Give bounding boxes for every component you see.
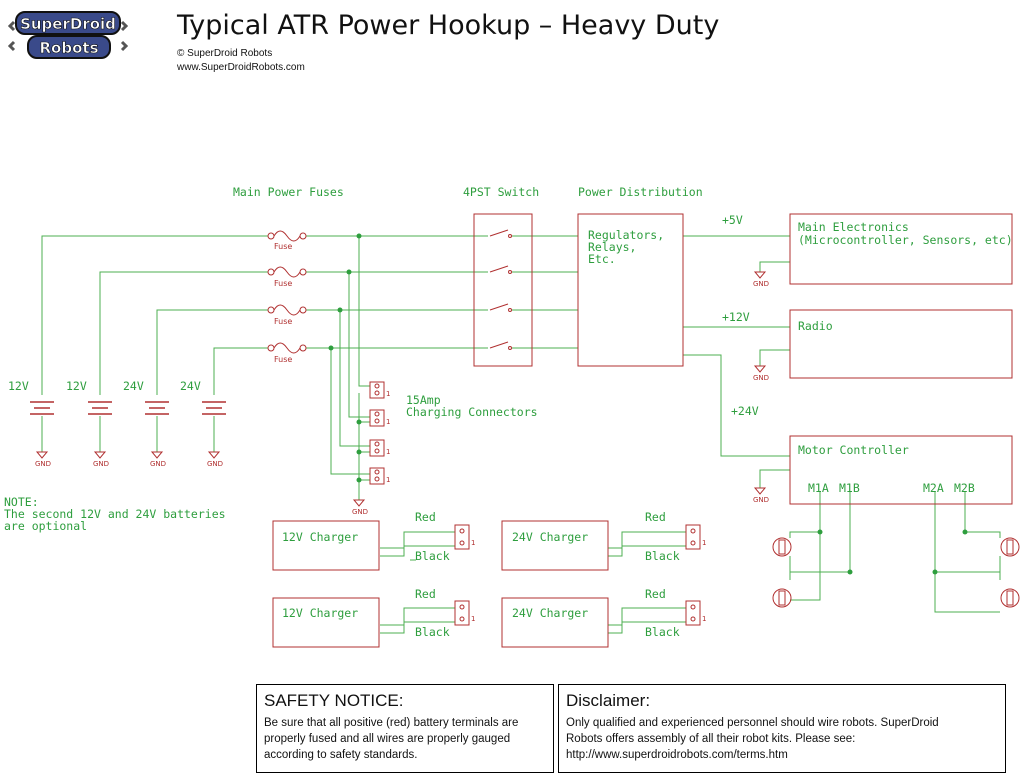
switch-heading: 4PST Switch [463, 185, 539, 199]
svg-text:SuperDroid: SuperDroid [20, 15, 116, 33]
black-wire-label: Black [645, 625, 680, 639]
gnd-label: GND [753, 374, 769, 382]
gnd-label: GND [207, 460, 223, 468]
pin-label: 1 [386, 418, 390, 426]
rail-5v-label: +5V [722, 213, 743, 227]
red-wire-label: Red [645, 510, 666, 524]
note-line: The second 12V and 24V batteries [4, 507, 226, 521]
charger-label: 24V Charger [512, 606, 588, 620]
distribution-line: Etc. [588, 252, 616, 266]
charger-label: 24V Charger [512, 530, 588, 544]
pin-label: 1 [702, 615, 706, 623]
motor-port-label: M1B [839, 481, 860, 495]
motor-port-label: M2A [923, 481, 944, 495]
note-heading: NOTE: [4, 495, 39, 509]
rail-24v-label: +24V [731, 404, 759, 418]
motor-controller-label: Motor Controller [798, 443, 909, 457]
svg-text:Robots: Robots [40, 39, 99, 57]
website-url: www.SuperDroidRobots.com [177, 62, 305, 73]
motor-port-label: M2B [954, 481, 975, 495]
fuse-label: Fuse [274, 317, 292, 326]
fuse-label: Fuse [274, 242, 292, 251]
safety-line: properly fused and all wires are properl… [264, 733, 511, 745]
safety-line: according to safety standards. [264, 749, 418, 761]
gnd-label: GND [93, 460, 109, 468]
superdroid-logo: SuperDroid Robots [8, 11, 128, 59]
battery-label: 12V [8, 379, 29, 393]
disclaimer-heading: Disclaimer: [566, 691, 651, 710]
charger-label: 12V Charger [282, 606, 358, 620]
disclaimer-line: Only qualified and experienced personnel… [566, 717, 939, 729]
pin-label: 1 [386, 448, 390, 456]
black-wire-label: Black [415, 625, 450, 639]
pin-label: 1 [702, 539, 706, 547]
distribution-line: Regulators, [588, 228, 664, 242]
charger-label: 12V Charger [282, 530, 358, 544]
fuse-label: Fuse [274, 279, 292, 288]
main-electronics-sublabel: (Microcontroller, Sensors, etc) [798, 233, 1013, 247]
connector-label: Charging Connectors [406, 405, 538, 419]
page-title: Typical ATR Power Hookup – Heavy Duty [177, 10, 720, 41]
rail-12v-label: +12V [722, 310, 750, 324]
note-line: are optional [4, 519, 87, 533]
battery-label: 12V [66, 379, 87, 393]
disclaimer-link[interactable]: http://www.superdroidrobots.com/terms.ht… [566, 749, 788, 761]
safety-heading: SAFETY NOTICE: [264, 691, 404, 710]
gnd-label: GND [753, 280, 769, 288]
connector-rating: 15Amp [406, 393, 441, 407]
red-wire-label: Red [415, 587, 436, 601]
red-wire-label: Red [645, 587, 666, 601]
red-wire-label: Red [415, 510, 436, 524]
black-wire-label: Black [645, 549, 680, 563]
distribution-heading: Power Distribution [578, 185, 703, 199]
black-wire-label: Black [415, 549, 450, 563]
motor-port-label: M1A [808, 481, 829, 495]
disclaimer: Disclaimer: Only qualified and experienc… [558, 684, 1006, 773]
pin-label: 1 [471, 539, 475, 547]
pin-label: 1 [386, 476, 390, 484]
pin-label: 1 [386, 390, 390, 398]
safety-line: Be sure that all positive (red) battery … [264, 717, 519, 729]
gnd-label: GND [352, 508, 368, 516]
safety-notice: SAFETY NOTICE: Be sure that all positive… [256, 684, 554, 773]
battery-label: 24V [180, 379, 201, 393]
main-electronics-label: Main Electronics [798, 220, 909, 234]
gnd-label: GND [753, 496, 769, 504]
gnd-label: GND [35, 460, 51, 468]
battery-label: 24V [123, 379, 144, 393]
copyright: © SuperDroid Robots [177, 48, 273, 59]
fuse-label: Fuse [274, 355, 292, 364]
distribution-line: Relays, [588, 240, 636, 254]
disclaimer-line: Robots offers assembly of all their robo… [566, 733, 856, 745]
gnd-label: GND [150, 460, 166, 468]
pin-label: 1 [471, 615, 475, 623]
fuses-heading: Main Power Fuses [233, 185, 344, 199]
radio-label: Radio [798, 319, 833, 333]
